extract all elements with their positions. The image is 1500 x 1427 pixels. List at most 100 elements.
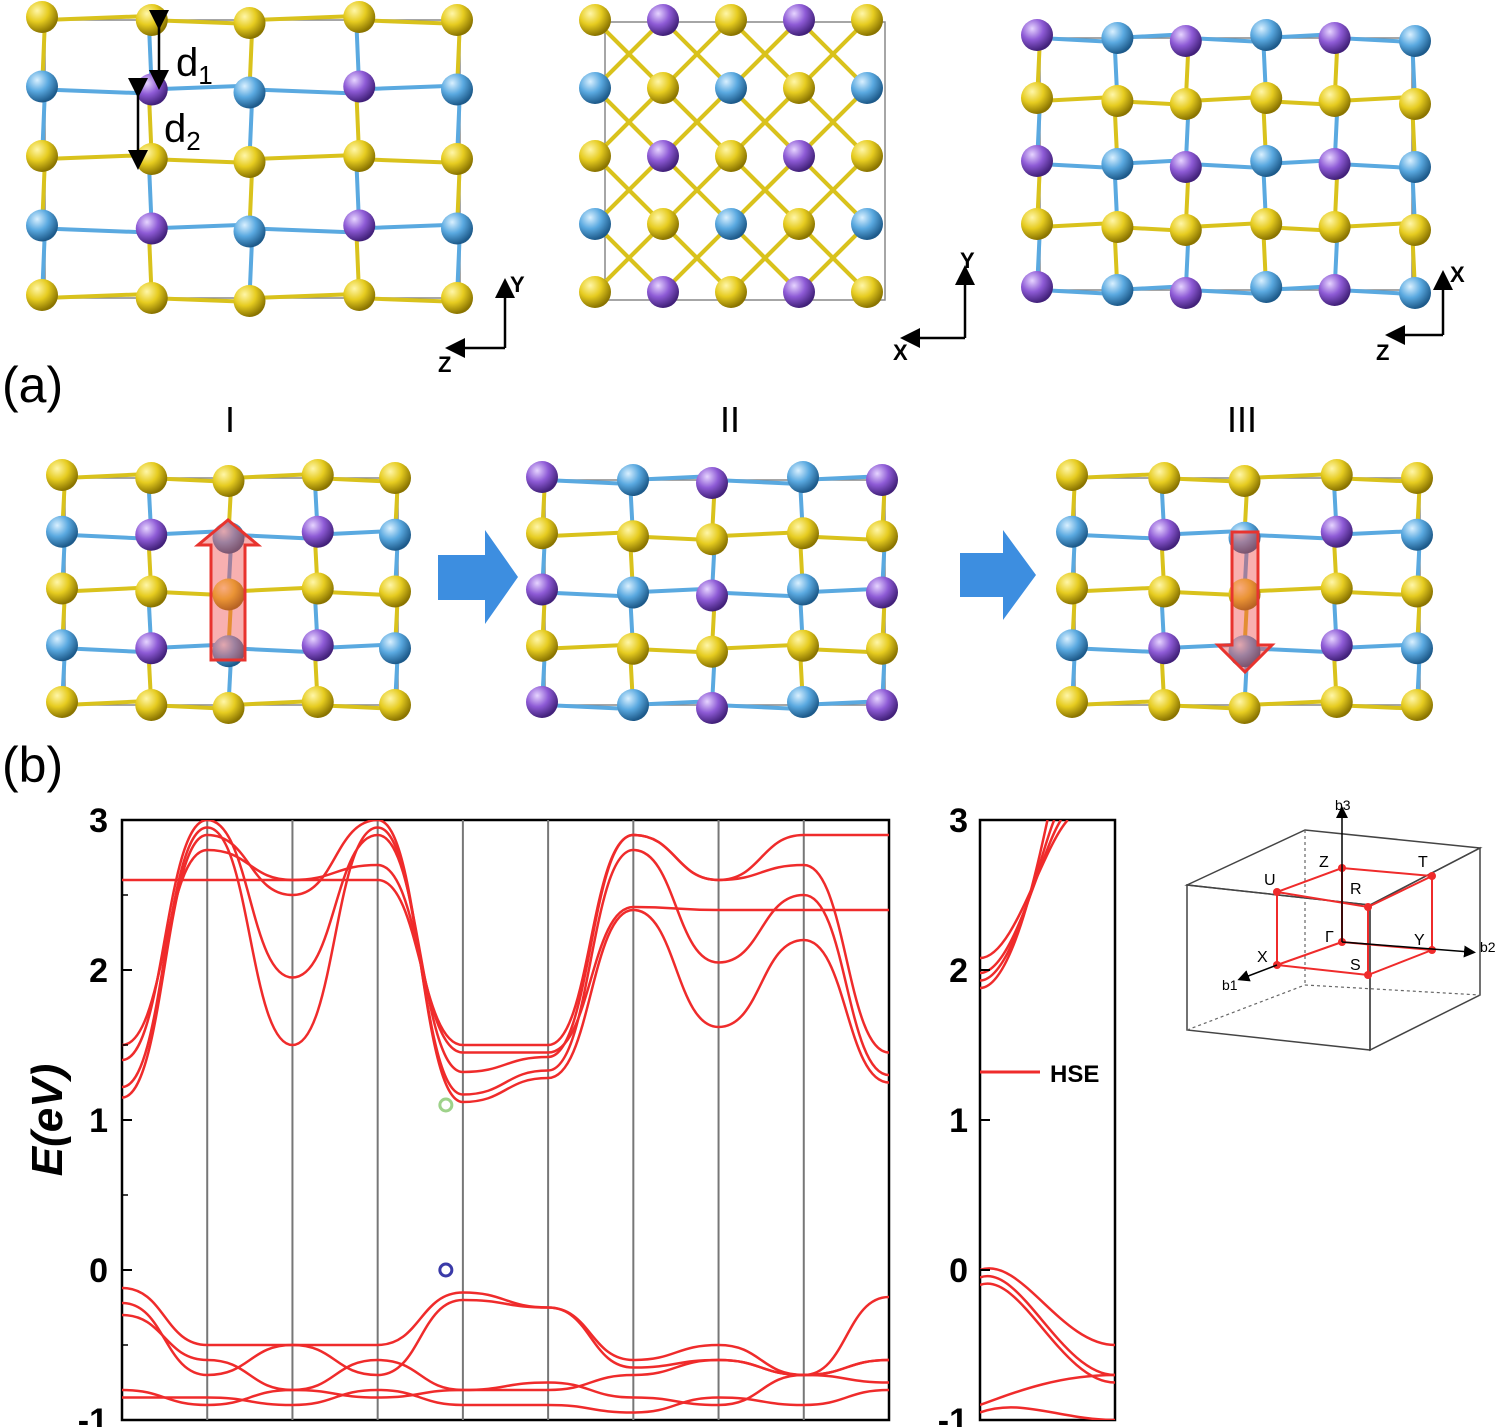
bz-b3-label: b3: [1335, 797, 1351, 813]
atom: [1101, 148, 1134, 180]
bz-point-s: S: [1350, 957, 1361, 974]
atom: [866, 464, 898, 496]
atom: [1320, 629, 1353, 662]
atom: [647, 208, 679, 240]
atom: [866, 632, 898, 665]
atom: [343, 140, 376, 172]
atom: [1169, 88, 1202, 120]
atom: [617, 576, 649, 609]
atom: [787, 461, 819, 493]
atom: [1318, 148, 1351, 180]
axes-indicator-1: [445, 278, 515, 358]
y-tick-label: 3: [949, 802, 968, 840]
atom: [783, 208, 815, 240]
atom: [1101, 274, 1134, 306]
atom: [1021, 19, 1053, 51]
atom: [26, 209, 58, 242]
displacement-arrow-down: [1214, 530, 1276, 675]
atom: [135, 575, 168, 608]
atom: [1250, 208, 1283, 240]
band-line: [122, 833, 889, 1047]
atom: [1228, 521, 1261, 554]
atom: [301, 686, 334, 718]
phase-label-3: III: [1227, 399, 1257, 440]
atom: [1056, 629, 1088, 662]
atom: [715, 4, 747, 36]
axis-x-label-3: X: [1450, 262, 1465, 287]
axis-z-label-3: Z: [1376, 340, 1389, 365]
atom: [579, 72, 611, 104]
atom: [696, 467, 728, 499]
panel-a-label: (a): [2, 357, 63, 413]
atom: [783, 4, 815, 36]
band-line: [122, 1388, 889, 1414]
atom: [1148, 518, 1181, 551]
atom: [441, 282, 473, 314]
bz-point-r: R: [1350, 881, 1362, 898]
atom: [343, 1, 376, 33]
atom: [851, 72, 883, 104]
atom: [26, 140, 58, 172]
atom: [46, 459, 78, 491]
atom: [1021, 271, 1053, 303]
atom: [379, 575, 411, 608]
atom: [1056, 572, 1088, 605]
atom: [526, 573, 558, 606]
bz-b2-label: b2: [1480, 939, 1496, 955]
atom: [1320, 515, 1353, 548]
atom: [26, 279, 58, 311]
band-line: [980, 1282, 1115, 1384]
y-tick-label: 0: [89, 1252, 108, 1290]
atom: [1228, 692, 1261, 724]
band-small-frame: [978, 818, 1117, 1422]
phase-label-1: I: [225, 399, 235, 440]
legend-label-hse: HSE: [1050, 1061, 1099, 1088]
y-tick-label: 3: [89, 802, 108, 840]
atom: [233, 7, 266, 39]
axis-y-label-1: Y: [510, 272, 525, 297]
atom: [617, 632, 649, 665]
atom: [617, 689, 649, 721]
atom: [526, 461, 558, 493]
atom: [715, 208, 747, 240]
atom: [441, 73, 473, 106]
d2-label: d2: [164, 107, 201, 156]
atom: [1399, 151, 1431, 183]
cbm-marker: [438, 1097, 454, 1113]
atom: [301, 459, 334, 491]
atom: [212, 465, 245, 497]
atom: [851, 208, 883, 240]
atom: [1056, 459, 1088, 491]
atom: [1401, 632, 1433, 665]
bz-point-z: Z: [1319, 854, 1329, 871]
atom: [379, 518, 411, 551]
atom: [1399, 214, 1431, 246]
atom: [866, 520, 898, 553]
atom: [1169, 214, 1202, 246]
atom: [696, 692, 728, 724]
atom: [301, 572, 334, 605]
structure-annotations: d1 d2 Y Z Y X X Z (a) (b) I II III: [2, 10, 1465, 793]
atom: [212, 578, 245, 611]
atom: [787, 686, 819, 718]
vbm-marker: [438, 1262, 454, 1278]
atom: [647, 140, 679, 172]
atom: [1401, 518, 1433, 551]
atom: [1021, 145, 1053, 177]
atom: [1320, 572, 1353, 605]
atom: [343, 279, 376, 311]
atom: [526, 517, 558, 550]
atom: [1318, 22, 1351, 54]
atom: [135, 462, 168, 494]
atom: [135, 143, 168, 175]
atom: [301, 515, 334, 548]
atom: [617, 520, 649, 553]
axes-indicator-2: [900, 265, 975, 348]
atom: [783, 276, 815, 308]
d1-label: d1: [176, 41, 213, 90]
band-line: [980, 1274, 1115, 1377]
atom: [1021, 82, 1053, 114]
atom: [696, 635, 728, 668]
